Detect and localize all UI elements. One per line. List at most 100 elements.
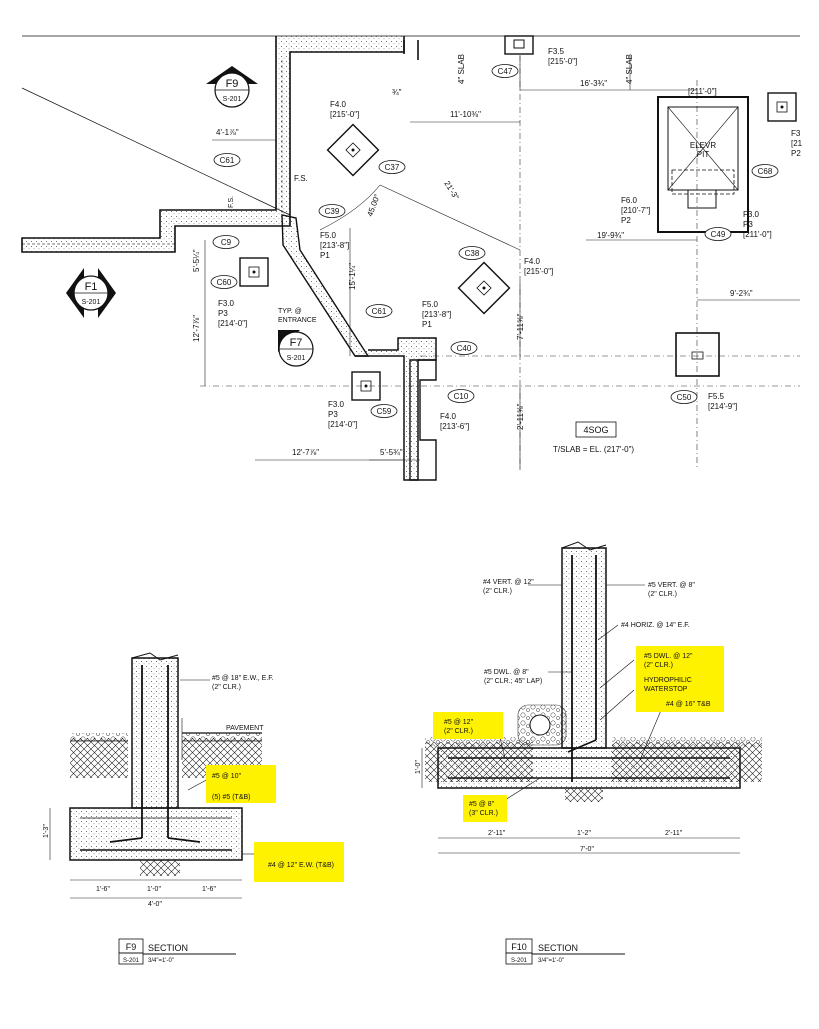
section-marker-sheet: S-201 [287,355,306,362]
f10-note-hl: #4 @ 16" T&B [666,701,711,708]
column-tag: C47 [491,64,519,78]
svg-text:12'-7⅞": 12'-7⅞" [192,315,201,342]
svg-text:C60: C60 [217,278,232,287]
svg-text:[21: [21 [791,139,803,148]
f9-title-sheet: S-201 [123,958,140,964]
svg-text:P3: P3 [218,309,228,318]
svg-text:F3.0: F3.0 [218,299,235,308]
f9-dim: 1'-0" [147,886,161,893]
slab-tag: 4SOG [583,425,608,435]
svg-text:[213'-6"]: [213'-6"] [440,422,469,431]
leader-line [21,87,291,216]
svg-text:[210'-7"]: [210'-7"] [621,206,650,215]
f9-title-block: F9 S-201 SECTION 3/4"=1'-0" [118,938,236,965]
svg-text:P3: P3 [743,220,753,229]
gravel [70,733,128,741]
pad-footing [239,257,269,287]
f10-note-hl: (3" CLR.) [469,810,498,817]
footing-slab [437,747,741,789]
f10-highlight-top-rebar [433,712,503,739]
f10-title-block: F10 S-201 SECTION 3/4"=1'-0" [505,938,625,965]
f10-note: (2" CLR.) [483,588,512,595]
section-marker-sheet: S-201 [82,299,101,306]
column-tag: C60 [210,275,238,289]
svg-text:[215'-0"]: [215'-0"] [548,57,577,66]
column-tags: C47 C61 C37 C39 C9 C60 C38 C61 C40 C59 C… [210,64,779,418]
footing-labels: F3.5[215'-0"] F4.0[215'-0"] F5.0[213'-8"… [218,47,803,431]
svg-text:F4.0: F4.0 [524,257,541,266]
footing-label: F4.0[213'-6"] [440,412,469,431]
footing-label: F3.5[215'-0"] [548,47,577,66]
f10-title-label: SECTION [538,943,578,953]
f10-title-id: F10 [511,942,527,952]
foundation-plan [21,35,800,481]
svg-text:19'-9¾": 19'-9¾" [597,231,624,240]
column-tag: C40 [450,341,478,355]
slab-elevation: T/SLAB = EL. (217'-0") [553,445,634,454]
svg-text:[215'-0"]: [215'-0"] [330,110,359,119]
f9-note-hl: #5 @ 10" [212,773,242,780]
svg-text:ELEVR: ELEVR [690,141,716,150]
f10-note: (2" CLR.) [648,591,677,598]
f10-note-hl: (2" CLR.) [444,728,473,735]
f9-title-scale: 3/4"=1'-0" [148,958,174,964]
svg-text:[214'-0"]: [214'-0"] [218,319,247,328]
pad-footing [767,92,797,122]
footing-label: F4.0[215'-0"] [524,257,553,276]
f10-note-hl: WATERSTOP [644,686,688,693]
svg-text:P1: P1 [320,251,330,260]
footing [69,807,243,861]
svg-text:F5.0: F5.0 [320,231,337,240]
svg-text:P1: P1 [422,320,432,329]
pad-footing [675,332,720,377]
svg-text:P3: P3 [328,410,338,419]
section-marker-f7[interactable]: F7 S-201 [278,330,314,367]
f10-note-hl: #5 @ 12" [444,719,474,726]
f10-note-hl: HYDROPHILIC [644,677,692,684]
svg-text:C38: C38 [465,249,480,258]
f9-dim: 1'-6" [202,886,216,893]
f10-dim-height: 1'-0" [415,760,422,774]
svg-text:C10: C10 [454,392,469,401]
typ-entrance-label: TYP. @ [278,308,302,315]
wall-stem [131,657,179,809]
pit-diagonal [667,106,739,191]
f10-note-hl: #5 @ 8" [469,801,495,808]
column-tag: C37 [378,160,406,174]
section-marker-f9[interactable]: F9 S-201 [206,66,258,108]
section-marker-id: F9 [226,78,239,90]
svg-text:C61: C61 [372,307,387,316]
svg-text:C68: C68 [758,167,773,176]
soil-hatch [70,738,128,778]
dimension-lines [204,56,800,470]
f10-dim: 1'-2" [577,830,591,837]
svg-text:F.S.: F.S. [228,196,235,208]
slab-tag-box [575,421,617,438]
svg-text:F6.0: F6.0 [621,196,638,205]
svg-text:4" SLAB: 4" SLAB [625,54,634,84]
footing-label: F4.0[215'-0"] [330,100,359,119]
pad-footing [457,261,511,315]
column-tag: C61 [365,304,393,318]
svg-text:9'-2¾": 9'-2¾" [730,289,753,298]
svg-text:C61: C61 [220,156,235,165]
drain-pipe [529,714,551,736]
dimension-texts: 4'-1⅞" ¾" 11'-10⅜" 16'-3¾" [211'-0"] 21'… [192,54,753,457]
f9-title-label: SECTION [148,943,188,953]
f10-dim: 2'-11" [488,830,506,837]
f10-note: #5 VERT. @ 8" [648,582,695,589]
f10-note: #4 VERT. @ 12" [483,579,534,586]
f10-note: #4 HORIZ. @ 14" E.F. [621,622,690,629]
section-f10-drawing [421,541,762,854]
section-marker-f1[interactable]: F1 S-201 [66,268,116,318]
f10-dim: 2'-11" [665,830,683,837]
typ-entrance-label: ENTRANCE [278,317,317,324]
f9-highlight-rebar [206,765,276,803]
f10-title-sheet: S-201 [511,958,528,964]
footing-label: F5.0[213'-8"]P1 [422,300,451,329]
footing-label: F3.0P3[214'-0"] [328,400,357,429]
svg-text:C50: C50 [677,393,692,402]
svg-text:21'-3": 21'-3" [442,179,461,201]
